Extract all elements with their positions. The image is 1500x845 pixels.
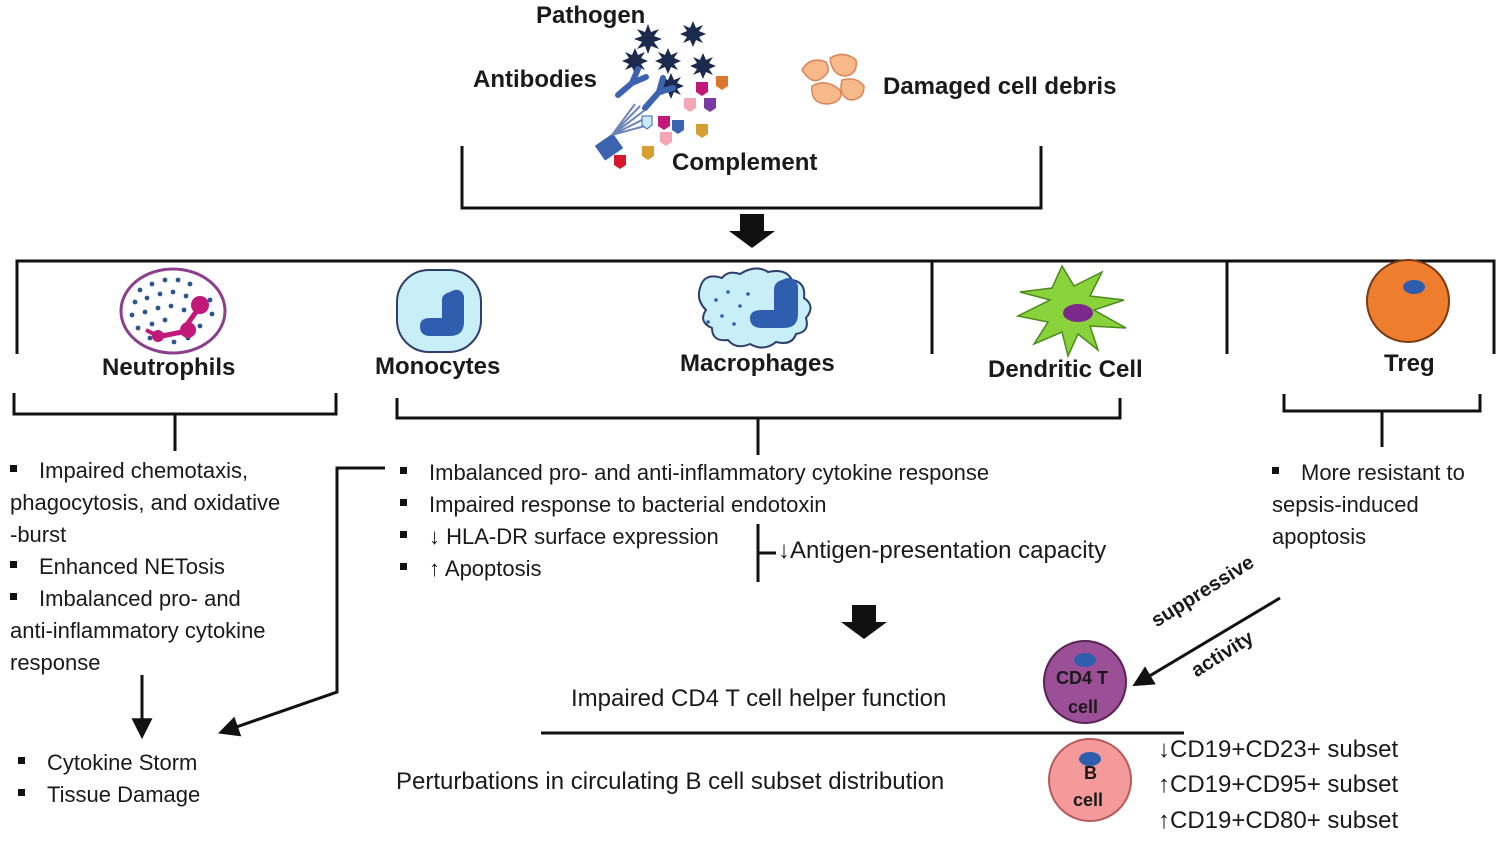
dendritic-cell-icon — [1015, 264, 1127, 359]
bullet-icon — [10, 464, 17, 472]
cd4-cell-label: CD4 T — [1056, 668, 1109, 688]
cd4-cell-icon — [1043, 640, 1127, 724]
bcell-caption: Perturbations in circulating B cell subs… — [396, 768, 945, 795]
debris-label: Damaged cell debris — [883, 73, 1117, 100]
list-item-cont: -burst — [10, 522, 67, 547]
list-item: Imbalanced pro- and — [10, 583, 280, 615]
pathogen-label: Pathogen — [536, 2, 646, 29]
list-item: Impaired chemotaxis, — [10, 455, 280, 487]
list-item-cont: anti-inflammatory cytokine — [10, 618, 266, 643]
macrophages-label: Macrophages — [680, 350, 835, 377]
bullet-icon — [400, 498, 407, 506]
list-item: More resistant to — [1272, 457, 1465, 489]
list-item: Tissue Damage — [18, 779, 200, 811]
monocyte-icon — [396, 269, 482, 353]
treg-label: Treg — [1384, 350, 1435, 377]
cell-panel-frame — [15, 259, 1496, 354]
treg-icon — [1366, 259, 1450, 343]
macrophage-icon — [697, 267, 812, 349]
neutrophils-label: Neutrophils — [102, 354, 236, 381]
list-item: Cytokine Storm — [18, 747, 200, 779]
top-bracket — [460, 146, 1043, 210]
bullet-icon — [1272, 466, 1279, 474]
bullet-icon — [400, 562, 407, 570]
down-arrow-top — [729, 214, 775, 248]
antibodies-label: Antibodies — [473, 66, 597, 93]
b-cell-icon — [1048, 738, 1132, 822]
b-cell-label-2: cell — [1073, 790, 1104, 810]
treg-effects: More resistant to sepsis-induced apoptos… — [1272, 457, 1465, 553]
down-arrow-middle — [841, 605, 887, 639]
cd4-caption: Impaired CD4 T cell helper function — [571, 685, 947, 712]
neutrophil-icon — [119, 267, 227, 355]
bullet-icon — [400, 466, 407, 474]
bcell-subset-3: ↑CD19+CD80+ subset — [1158, 807, 1399, 834]
cell-debris-icon — [801, 53, 865, 105]
bullet-icon — [10, 592, 17, 600]
suppressive-arrow — [1132, 596, 1281, 687]
list-item: Enhanced NETosis — [10, 551, 280, 583]
antigen-presentation-label: ↓Antigen-presentation capacity — [778, 537, 1107, 564]
bullet-icon — [10, 560, 17, 568]
bullet-icon — [18, 756, 25, 764]
list-item-cont: response — [10, 650, 101, 675]
complement-icon — [594, 76, 728, 169]
list-item-cont: apoptosis — [1272, 524, 1367, 549]
complement-label: Complement — [672, 149, 818, 176]
antibody-icon — [615, 66, 676, 111]
list-item: Impaired response to bacterial endotoxin — [400, 489, 989, 521]
b-cell-label: B — [1084, 763, 1097, 783]
bcell-subset-2: ↑CD19+CD95+ subset — [1158, 771, 1399, 798]
bcell-subset-1: ↓CD19+CD23+ subset — [1158, 736, 1399, 763]
list-item-cont: phagocytosis, and oxidative — [10, 490, 281, 515]
list-item: ↓ HLA-DR surface expression — [400, 521, 989, 553]
neutrophil-effects: Impaired chemotaxis, phagocytosis, and o… — [10, 455, 280, 679]
bullet-icon — [18, 788, 25, 796]
list-item-cont: sepsis-induced — [1272, 492, 1419, 517]
lower-brackets — [12, 393, 1482, 455]
list-item: ↑ Apoptosis — [400, 553, 989, 585]
monocytes-label: Monocytes — [375, 353, 501, 380]
dendritic-cell-label: Dendritic Cell — [988, 356, 1143, 383]
list-item: Imbalanced pro- and anti-inflammatory cy… — [400, 457, 989, 489]
cd4-cell-label-2: cell — [1068, 697, 1099, 717]
outcomes-list: Cytokine Storm Tissue Damage — [18, 747, 200, 811]
bullet-icon — [400, 530, 407, 538]
apc-effects: Imbalanced pro- and anti-inflammatory cy… — [400, 457, 989, 585]
